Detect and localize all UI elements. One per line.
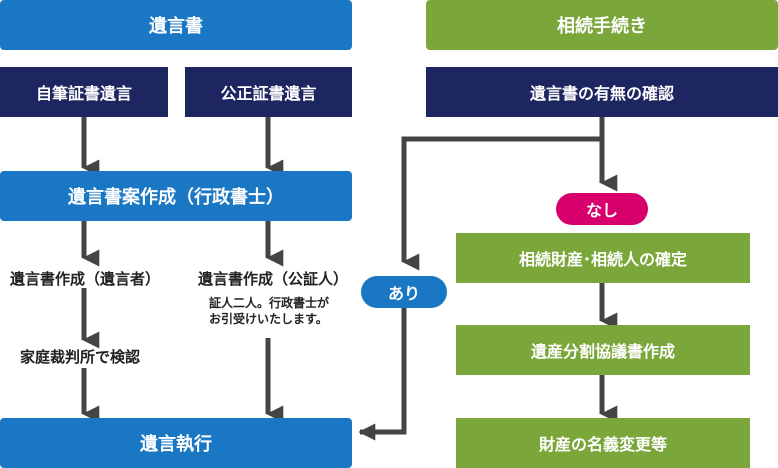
division-agreement-box: 遺産分割協議書作成 (456, 325, 750, 375)
court-probate-label: 家庭裁判所で検認 (20, 348, 141, 366)
none-badge: なし (556, 193, 648, 225)
title-change-box: 財産の名義変更等 (456, 418, 750, 468)
will-by-testator-label: 遺言書作成（遺言者） (10, 270, 161, 288)
will-draft-box: 遺言書案作成（行政書士） (0, 171, 352, 221)
arrow-exists-to-execution (358, 308, 407, 441)
will-header: 遺言書 (0, 0, 352, 50)
witness-note: 証人二人。行政書士が お引受けいたします。 (209, 296, 330, 326)
confirm-assets-heirs-box: 相続財産･相続人の確定 (456, 233, 750, 283)
will-execution-box: 遺言執行 (0, 418, 352, 468)
arrow-check-to-exists (401, 136, 602, 271)
check-will-box: 遺言書の有無の確認 (426, 67, 778, 117)
inheritance-procedure-header: 相続手続き (426, 0, 778, 50)
will-by-notary-label: 遺言書作成（公証人） (198, 270, 349, 288)
holographic-will-box: 自筆証書遺言 (0, 67, 168, 117)
exists-badge: あり (361, 276, 447, 308)
notarial-will-box: 公正証書遺言 (185, 67, 352, 117)
